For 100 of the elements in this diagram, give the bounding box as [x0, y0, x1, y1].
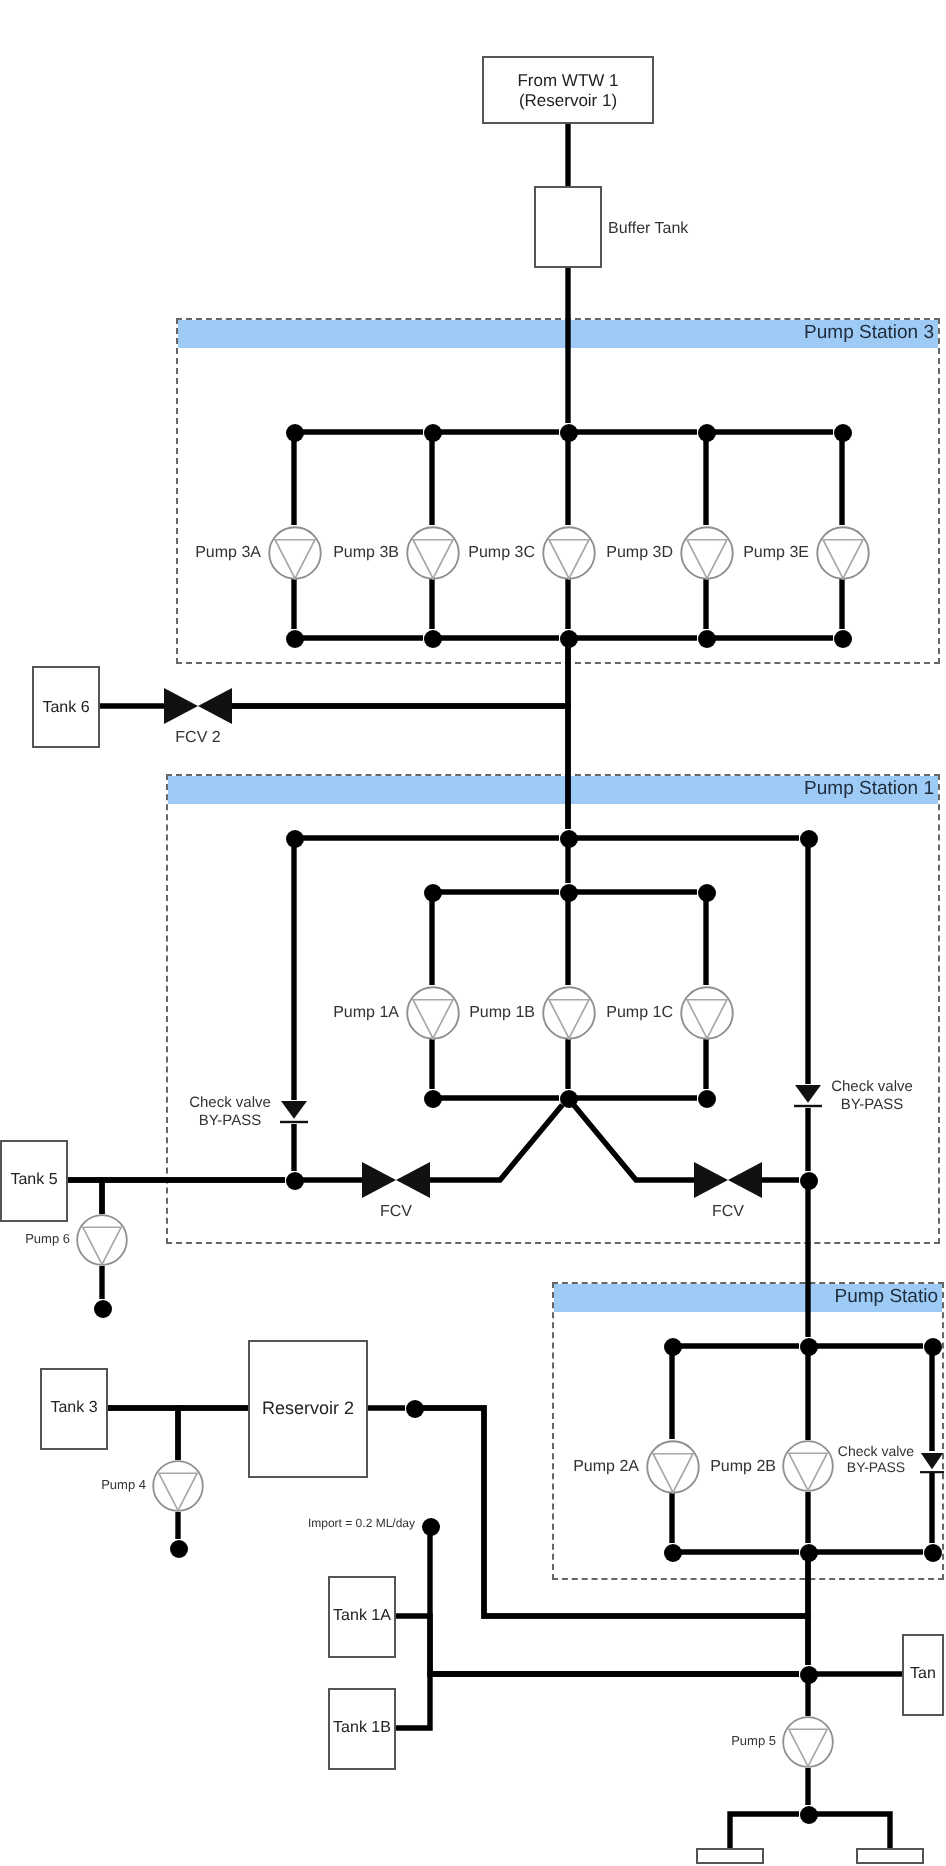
pump-label: Pump 3B — [333, 542, 399, 562]
pipe-line — [99, 1266, 105, 1299]
pump-label: Pump 2A — [573, 1456, 639, 1476]
pipe-line — [565, 1039, 571, 1089]
pipe-line — [727, 1811, 799, 1848]
pipe-line — [429, 579, 435, 629]
pipe-line — [762, 1177, 799, 1183]
facility-label: Tank 5 — [10, 1170, 58, 1190]
pipe-line — [577, 635, 697, 641]
facility-label: Tan — [910, 1664, 936, 1684]
pipe-line — [429, 901, 435, 985]
pipe-line — [703, 901, 709, 985]
pipe-line — [565, 268, 571, 423]
pipe-line — [565, 441, 571, 525]
facility-label: Tank 6 — [42, 697, 90, 717]
pipe-line — [175, 1405, 248, 1460]
pipe-line — [703, 1039, 709, 1089]
pipe-line — [681, 1549, 799, 1555]
pipe-line — [929, 1473, 935, 1543]
pipe-line — [681, 1343, 799, 1349]
pipe-line — [805, 1768, 811, 1805]
pipe-line — [429, 1039, 435, 1089]
pipe-line — [99, 1177, 285, 1214]
pipe-line — [303, 635, 423, 641]
pipe-line — [669, 1355, 675, 1439]
pipe-line — [368, 1405, 405, 1411]
pipe-line — [441, 889, 559, 895]
station-title: Pump Station 3 — [804, 320, 934, 348]
pipe-line — [703, 579, 709, 629]
pipe-line — [291, 441, 297, 525]
pipe-line — [577, 835, 799, 841]
pipe-line — [805, 1108, 811, 1171]
pipe-line — [291, 579, 297, 629]
pipe-line — [805, 1492, 811, 1543]
pipe-line — [441, 1095, 559, 1101]
facility-box — [40, 1367, 108, 1449]
pipe-line — [565, 579, 571, 629]
pipe-line — [839, 441, 845, 525]
pipe-line — [565, 847, 571, 883]
facility-label: Tank 1A — [333, 1606, 391, 1626]
valve-label: FCV 2 — [175, 728, 221, 747]
pump-station-frame — [176, 318, 940, 664]
pipe-line — [669, 1493, 675, 1543]
pump-label: Pump 3D — [606, 542, 673, 562]
pump-label: Pump 1B — [469, 1002, 535, 1022]
facility-label: Tank 3 — [50, 1398, 98, 1418]
pipe-line — [441, 429, 559, 435]
pipe-line — [291, 847, 297, 1100]
pipe-line — [805, 1355, 811, 1440]
valve-label: FCV — [712, 1202, 744, 1221]
pipe-line — [565, 124, 571, 186]
facility-box — [32, 666, 100, 748]
facility-box — [902, 1633, 944, 1715]
station-title: Pump Station 1 — [804, 776, 934, 804]
pipe-line — [805, 847, 811, 1084]
pipe-line — [175, 1512, 181, 1539]
pipe-line — [303, 835, 559, 841]
pipe-line — [291, 1124, 297, 1171]
pipe-line — [703, 441, 709, 525]
pipe-line — [303, 429, 423, 435]
pipe-line — [817, 1671, 902, 1677]
pipe-line — [817, 1811, 893, 1848]
pump-label: Pump 3A — [195, 542, 261, 562]
pipe-line — [577, 889, 697, 895]
pipe-line — [929, 1355, 935, 1451]
pump-station-frame — [166, 774, 940, 1244]
pipe-line — [805, 1561, 811, 1665]
station-title: Pump Statio — [834, 1284, 938, 1312]
facility-box — [0, 1139, 68, 1221]
pipe-line — [839, 579, 845, 629]
facility-label: Reservoir 2 — [261, 1397, 354, 1419]
facility-box — [328, 1575, 396, 1657]
facility-label: From WTW 1 (Reservoir 1) — [515, 69, 621, 111]
pipe-line — [577, 1095, 697, 1101]
pump-label: Pump 3C — [468, 542, 535, 562]
pump-label: Pump 3E — [743, 542, 809, 562]
pump-label: Pump 1A — [333, 1002, 399, 1022]
pipe-line — [396, 1671, 799, 1731]
pipe-line — [805, 1683, 811, 1716]
pipe-line — [429, 441, 435, 525]
pipe-line — [817, 1343, 923, 1349]
pipe-line — [715, 429, 833, 435]
pipe-line — [100, 703, 164, 709]
facility-box — [248, 1339, 368, 1477]
facility-label: Tank 1B — [333, 1718, 391, 1738]
pipe-line — [232, 703, 571, 829]
facility-box — [482, 56, 654, 124]
pipe-line — [805, 1189, 811, 1337]
pump-station-frame — [552, 1282, 944, 1580]
pipe-line — [715, 635, 833, 641]
pipe-line — [817, 1549, 923, 1555]
pipe-line — [441, 635, 559, 641]
facility-box — [328, 1687, 396, 1769]
pipe-line — [571, 1103, 694, 1183]
pump-label: Pump 2B — [710, 1456, 776, 1476]
pipe-line — [303, 1177, 362, 1183]
tank-label: Buffer Tank — [608, 217, 689, 237]
valve-label: FCV — [380, 1202, 412, 1221]
pipe-line — [577, 429, 697, 435]
pump-label: Pump 1C — [606, 1002, 673, 1022]
